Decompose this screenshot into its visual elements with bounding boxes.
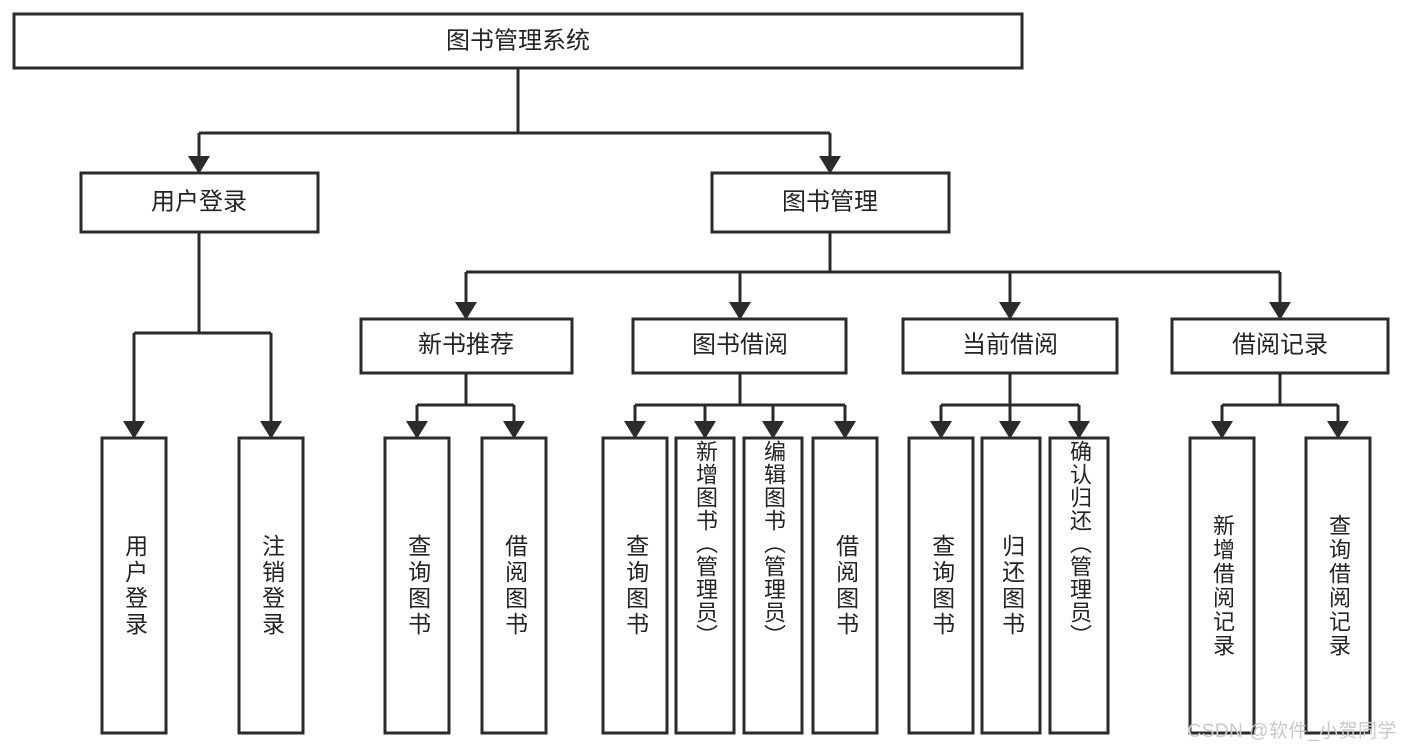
arrowhead-current-borrow bbox=[999, 302, 1021, 320]
leaf-query-record-box[interactable] bbox=[1304, 436, 1372, 735]
leaf-borrow-book-1-box[interactable] bbox=[480, 436, 548, 735]
arrowhead-user-login bbox=[188, 156, 210, 174]
node-current-borrow-label: 当前借阅 bbox=[962, 331, 1058, 358]
leaf-borrow-book-2-box[interactable] bbox=[811, 436, 879, 735]
node-new-book-recommend-box[interactable] bbox=[359, 317, 574, 375]
leaf-add-book-box[interactable] bbox=[674, 436, 736, 735]
node-book-borrow[interactable]: 图书借阅 bbox=[631, 317, 848, 375]
connectors-book-borrow-to-leaves bbox=[624, 373, 856, 439]
arrowhead-leaf-return-book bbox=[999, 421, 1021, 439]
node-user-login-box[interactable] bbox=[79, 171, 320, 234]
arrowhead-leaf-borrow-book-2 bbox=[834, 421, 856, 439]
node-borrow-record-box[interactable] bbox=[1170, 317, 1390, 375]
leaf-confirm-return-box[interactable] bbox=[1048, 436, 1110, 735]
node-new-book-recommend-label: 新书推荐 bbox=[418, 331, 514, 358]
node-book-manage[interactable]: 图书管理 bbox=[710, 171, 951, 234]
arrowhead-new-book-recommend bbox=[455, 302, 477, 320]
node-current-borrow-box[interactable] bbox=[901, 317, 1119, 375]
leaf-query-book-3-box[interactable] bbox=[907, 436, 975, 735]
node-user-login[interactable]: 用户登录 bbox=[79, 171, 320, 234]
arrowhead-borrow-record bbox=[1269, 302, 1291, 320]
leaf-edit-book-box[interactable] bbox=[742, 436, 804, 735]
connectors-borrow-record-to-leaves bbox=[1211, 373, 1349, 439]
arrowhead-leaf-query-book-3 bbox=[930, 421, 952, 439]
node-borrow-record[interactable]: 借阅记录 bbox=[1170, 317, 1390, 375]
leaf-boxes bbox=[100, 436, 1372, 735]
connectors-current-borrow-to-leaves bbox=[930, 373, 1090, 439]
leaf-query-book-1-box[interactable] bbox=[383, 436, 451, 735]
leaf-return-book-box[interactable] bbox=[980, 436, 1042, 735]
leaf-logout-login-box[interactable] bbox=[237, 436, 305, 735]
arrowhead-leaf-query-book-1 bbox=[406, 421, 428, 439]
connectors-book-manage-to-level3 bbox=[455, 232, 1291, 320]
arrowhead-leaf-query-book-2 bbox=[624, 421, 646, 439]
node-user-login-label: 用户登录 bbox=[151, 188, 247, 215]
node-book-borrow-box[interactable] bbox=[631, 317, 848, 375]
arrowhead-book-borrow bbox=[729, 302, 751, 320]
connectors-root-to-level2 bbox=[188, 68, 841, 174]
node-borrow-record-label: 借阅记录 bbox=[1232, 331, 1328, 358]
node-book-borrow-label: 图书借阅 bbox=[692, 331, 788, 358]
node-new-book-recommend[interactable]: 新书推荐 bbox=[359, 317, 574, 375]
arrowhead-leaf-confirm-return bbox=[1068, 421, 1090, 439]
arrowhead-leaf-query-record bbox=[1327, 421, 1349, 439]
arrowhead-leaf-borrow-book-1 bbox=[503, 421, 525, 439]
node-book-manage-box[interactable] bbox=[710, 171, 951, 234]
leaf-query-book-2-box[interactable] bbox=[601, 436, 669, 735]
leaf-user-login-box[interactable] bbox=[100, 436, 168, 735]
connectors-new-book-recommend-to-leaves bbox=[406, 373, 525, 439]
leaf-add-record-box[interactable] bbox=[1188, 436, 1256, 735]
arrowhead-leaf-add-book bbox=[694, 421, 716, 439]
connectors-user-login-to-leaves bbox=[123, 232, 282, 439]
node-current-borrow[interactable]: 当前借阅 bbox=[901, 317, 1119, 375]
node-root-label: 图书管理系统 bbox=[446, 27, 590, 54]
arrowhead-leaf-add-record bbox=[1211, 421, 1233, 439]
node-book-manage-label: 图书管理 bbox=[782, 188, 878, 215]
arrowhead-leaf-edit-book bbox=[762, 421, 784, 439]
csdn-watermark: CSDN @软件_小贺同学 bbox=[1187, 721, 1397, 742]
node-root-box[interactable] bbox=[12, 12, 1024, 70]
node-root[interactable]: 图书管理系统 bbox=[12, 12, 1024, 70]
arrowhead-leaf-user-login bbox=[123, 421, 145, 439]
arrowhead-book-manage bbox=[819, 156, 841, 174]
arrowhead-leaf-logout-login bbox=[260, 421, 282, 439]
